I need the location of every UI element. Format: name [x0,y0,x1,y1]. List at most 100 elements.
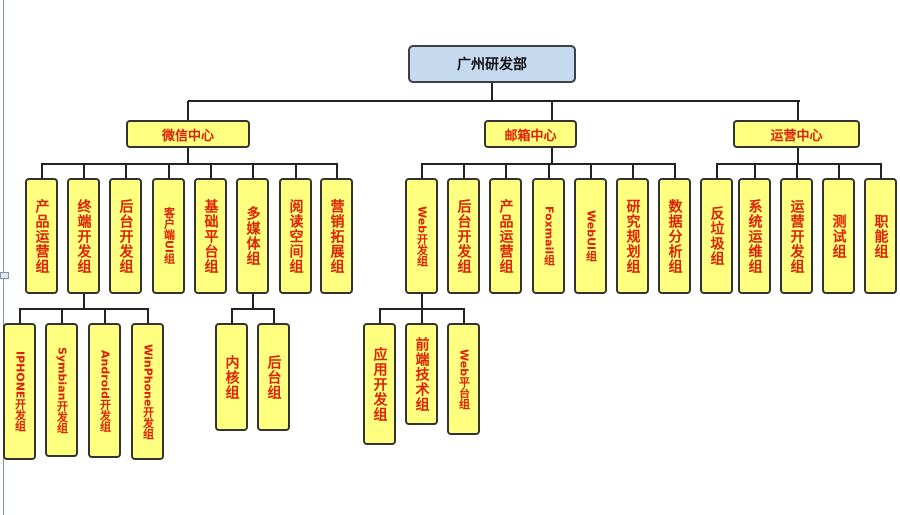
subgroup-node: 应用开发组 [363,323,396,445]
group-node-label: 后台开发组 [117,198,134,274]
group-node-label: 数据分析组 [666,198,683,274]
group-connector [168,164,170,178]
group-node: 阅读空间组 [279,178,312,294]
group-node-label: 阅读空间组 [287,198,304,274]
center-connector [797,101,799,120]
subgroup-stem [83,294,85,309]
group-node-label: 产品运营组 [33,198,50,274]
center-node-2-label: 邮箱中心 [504,128,557,144]
group-node: 基础平台组 [194,178,227,294]
group-node: 后台开发组 [109,178,142,294]
group-connector [548,164,550,178]
subgroup-bus [231,308,275,310]
subgroup-connector [104,309,106,323]
group-node: 产品运营组 [25,178,58,294]
group-node: 产品运营组 [489,178,522,294]
subgroup-connector [273,309,275,323]
root-label: 广州研发部 [457,57,527,73]
group-connector [83,164,85,178]
subgroup-node-label: IPHONE开发组 [13,351,27,432]
subgroup-stem [252,294,254,309]
group-node-label: 系统运维组 [746,198,763,274]
center-node-1: 微信中心 [126,120,250,148]
window-edge-line [3,0,4,515]
center-connector [187,101,189,120]
group-connector [838,164,840,178]
center-node-3-label: 运营中心 [770,128,823,144]
group-connector [252,164,254,178]
subgroup-connector [19,309,21,323]
subgroup-bus [19,308,149,310]
group-node-label: 反垃圾组 [708,206,725,266]
group-connector [796,164,798,178]
subgroup-node-label: Android开发组 [98,349,112,432]
group-connector [125,164,127,178]
subgroup-node: Android开发组 [88,323,121,458]
group-node-label: 后台开发组 [455,198,472,274]
subgroup-node: WinPhone开发组 [131,323,164,460]
group-connector [632,164,634,178]
subgroup-node: 内核组 [215,323,248,431]
window-edge-handle[interactable] [0,272,9,279]
group-node-label: 多媒体组 [244,206,261,266]
group-node-label: 运营开发组 [788,198,805,274]
group-connector [295,164,297,178]
root-connector [491,83,493,101]
group-node-label: 研究规划组 [624,198,641,274]
group-connector [505,164,507,178]
group-connector [336,164,338,178]
subgroup-node: IPHONE开发组 [3,323,36,460]
subgroup-node-label: WinPhone开发组 [141,343,155,440]
group-node-label: 终端开发组 [75,198,92,274]
subgroup-connector [61,309,63,323]
group-node: 运营开发组 [780,178,813,294]
group-node: Foxmail组 [532,178,565,294]
center-node-2: 邮箱中心 [484,120,577,148]
subgroup-connector [463,309,465,323]
subgroup-node: Symbian开发组 [45,323,78,457]
group-node: 多媒体组 [236,178,269,294]
group-node: 测试组 [822,178,855,294]
group-node: WebUI组 [574,178,607,294]
center-connector [551,101,553,120]
subgroup-node-label: Symbian开发组 [55,346,69,434]
level1-bus [188,100,800,102]
center-stem [551,148,553,164]
subgroup-node-label: 内核组 [223,354,240,400]
group-connector [210,164,212,178]
group-connector [674,164,676,178]
subgroup-node-label: 前端技术组 [413,336,430,412]
subgroup-connector [147,309,149,323]
center-node-1-label: 微信中心 [161,128,214,144]
group-node: 终端开发组 [67,178,100,294]
group-node: 营销拓展组 [320,178,353,294]
subgroup-node: Web平台组 [447,323,480,435]
group-connector [463,164,465,178]
group-node: 后台开发组 [447,178,480,294]
subgroup-stem [421,294,423,309]
root-node: 广州研发部 [408,45,576,83]
subgroup-connector [379,309,381,323]
group-node: Web开发组 [405,178,438,294]
group-connector [716,164,718,178]
group-node-label: 客户端UI组 [162,207,176,265]
subgroup-node-label: Web平台组 [457,348,471,410]
subgroup-node-label: 应用开发组 [371,346,388,422]
group-node-label: 营销拓展组 [328,198,345,274]
group-node-label: WebUI组 [584,210,598,262]
group-node: 反垃圾组 [700,178,733,294]
subgroup-node: 前端技术组 [405,323,438,425]
group-connector [754,164,756,178]
group-node-label: Foxmail组 [542,206,556,266]
center-stem [797,148,799,164]
subgroup-connector [421,309,423,323]
subgroup-node-label: 后台组 [265,354,282,400]
group-connector [421,164,423,178]
group-bus [41,163,338,165]
center-stem [187,148,189,164]
group-connector [590,164,592,178]
group-node: 数据分析组 [658,178,691,294]
center-node-3: 运营中心 [733,120,860,148]
group-node-label: 产品运营组 [497,198,514,274]
